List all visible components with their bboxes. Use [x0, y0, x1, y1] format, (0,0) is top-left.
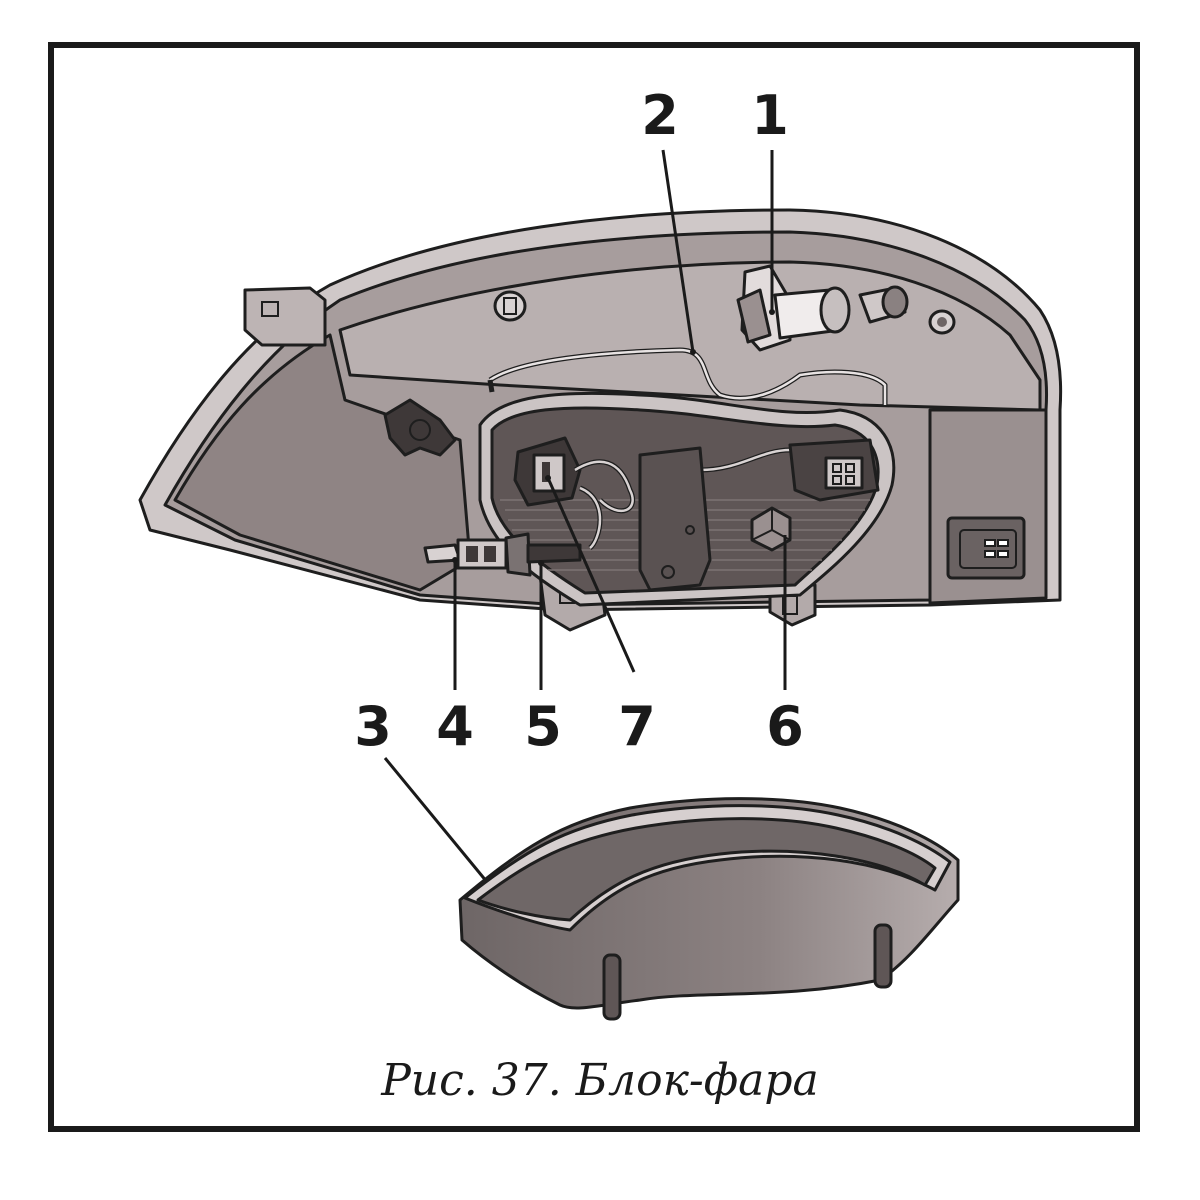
callout-1: 1 — [751, 84, 789, 147]
callout-4: 4 — [436, 695, 474, 758]
mounting-tab-left — [243, 286, 327, 347]
leader-lines — [383, 149, 787, 883]
rear-cover-3 — [458, 797, 960, 1021]
leader-2 — [661, 149, 695, 353]
housing-screw-2 — [928, 309, 956, 335]
callout-6: 6 — [766, 695, 804, 758]
leader-3 — [383, 757, 489, 883]
cover-post-left — [602, 953, 622, 1021]
lamp-bulb-1 — [736, 264, 851, 352]
relay-box — [638, 446, 712, 592]
callout-5: 5 — [524, 695, 562, 758]
side-connector-pins — [984, 539, 1009, 558]
side-connector-plug — [959, 529, 1017, 569]
callout-labels: 1 2 3 4 5 6 7 — [354, 84, 804, 758]
cover-post-right — [873, 923, 893, 989]
adjustment-knob-icon — [383, 398, 457, 457]
adjuster-cylinder — [858, 285, 909, 324]
adjuster-nut-6 — [750, 506, 792, 552]
leader-7 — [546, 477, 636, 673]
bulb-connector-7 — [513, 436, 582, 507]
tab-hole — [261, 301, 279, 317]
housing-left-flank — [173, 333, 472, 592]
callout-7: 7 — [618, 695, 656, 758]
spring-clip-2 — [487, 347, 888, 405]
housing-screw-1 — [493, 290, 527, 322]
figure-caption: Рис. 37. Блок-фара — [381, 1055, 819, 1106]
callout-3: 3 — [354, 695, 392, 758]
side-connector — [946, 516, 1026, 580]
cavity-connector-right — [788, 438, 880, 502]
callout-2: 2 — [641, 84, 679, 147]
parking-lamp-4-5 — [423, 532, 582, 577]
